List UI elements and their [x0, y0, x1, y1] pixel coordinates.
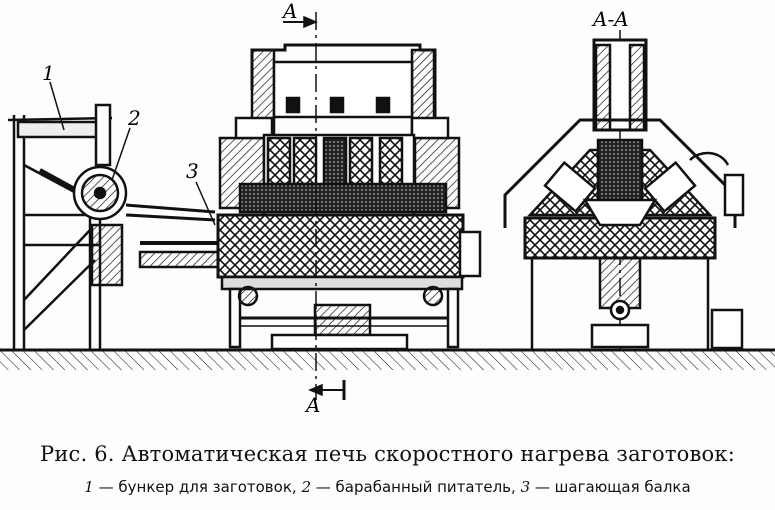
- legend-dash-2: —: [315, 478, 331, 496]
- section-view: [503, 30, 745, 350]
- legend-text-3: шагающая балка: [554, 478, 691, 496]
- legend-dash-3: —: [534, 478, 550, 496]
- legend-num-3: 3: [520, 478, 531, 496]
- figure-caption-legend: 1 — бункер для заготовок, 2 — барабанный…: [0, 478, 775, 496]
- figure-caption-title: Рис. 6. Автоматическая печь скоростного …: [40, 442, 735, 466]
- section-label-bottom: A: [304, 393, 320, 417]
- section-view-title: A-A: [591, 7, 629, 31]
- section-line-a: [283, 12, 346, 400]
- furnace-main: [138, 43, 482, 351]
- bunker: [7, 115, 124, 350]
- callout-leaders: [49, 81, 216, 226]
- legend-num-1: 1: [84, 478, 94, 496]
- callout-1: 1: [42, 61, 55, 85]
- legend-dash-1: —: [98, 478, 114, 496]
- furnace-drawing: 1 2 3 A A A-A: [0, 0, 775, 417]
- callout-2: 2: [127, 106, 141, 130]
- legend-text-1: бункер для заготовок,: [118, 478, 297, 496]
- legend-num-2: 2: [301, 478, 311, 496]
- ground: [0, 348, 775, 370]
- callout-3: 3: [186, 159, 199, 183]
- drum-feeder: [72, 103, 216, 222]
- legend-text-2: барабанный питатель,: [335, 478, 516, 496]
- section-label-top: A: [281, 0, 297, 23]
